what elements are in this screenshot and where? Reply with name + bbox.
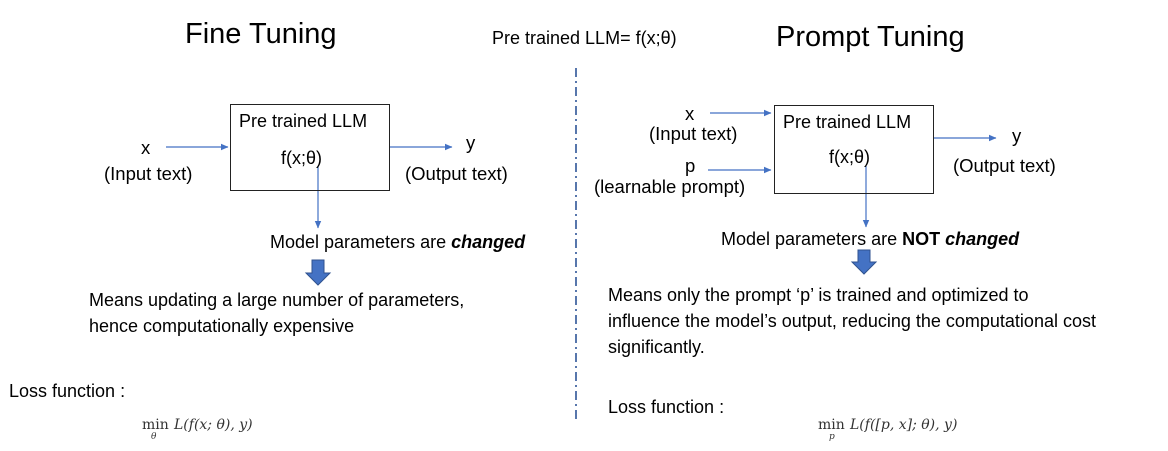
pt-params-not: NOT: [902, 229, 941, 249]
pt-loss-formula: min p L(f([p, x]; θ), y): [818, 417, 988, 447]
ft-loss-expr: L(f(x; θ), y): [174, 417, 253, 433]
pt-box-label: Pre trained LLM: [783, 112, 912, 132]
pt-prompt-symbol: p: [685, 155, 696, 176]
ft-input-label: (Input text): [104, 163, 193, 184]
ft-params-emphasis: changed: [451, 232, 526, 252]
ft-loss-min: min: [142, 417, 169, 433]
pt-input-label: (Input text): [649, 123, 738, 144]
pt-loss-sub: p: [829, 432, 835, 442]
pt-params-text: Model parameters are NOT changed: [721, 229, 1019, 250]
ft-means-line2: hence computationally expensive: [89, 316, 355, 336]
ft-box-label: Pre trained LLM: [239, 111, 368, 131]
pt-prompt-label: (learnable prompt): [594, 176, 746, 197]
ft-output-symbol: y: [466, 132, 476, 153]
pt-params-prefix: Model parameters are: [721, 229, 903, 249]
pt-params-emphasis: changed: [945, 229, 1020, 249]
pt-llm-box: Pre trained LLM f(x;θ): [774, 105, 934, 194]
ft-block-down-arrow: [304, 259, 332, 286]
ft-output-label: (Output text): [405, 163, 508, 184]
pt-means-line2: influence the model’s output, reducing t…: [608, 311, 1096, 331]
pt-input-symbol: x: [685, 103, 695, 124]
ft-loss-label: Loss function :: [9, 381, 126, 401]
pt-block-down-arrow: [850, 249, 878, 275]
pt-title: Prompt Tuning: [776, 21, 965, 53]
ft-params-prefix: Model parameters are: [270, 232, 452, 252]
ft-box-function: f(x;θ): [281, 148, 323, 168]
pt-output-symbol: y: [1012, 125, 1022, 146]
pt-output-label: (Output text): [953, 155, 1056, 176]
ft-llm-box: Pre trained LLM f(x;θ): [230, 104, 390, 191]
ft-input-symbol: x: [141, 137, 151, 158]
pt-box-function: f(x;θ): [829, 147, 871, 167]
ft-params-text: Model parameters are changed: [270, 232, 525, 253]
pt-loss-expr: L(f([p, x]; θ), y): [850, 417, 958, 433]
ft-title: Fine Tuning: [185, 18, 337, 50]
ft-loss-formula: min θ L(f(x; θ), y): [142, 417, 282, 447]
pt-means-line1: Means only the prompt ‘p’ is trained and…: [608, 285, 1029, 305]
ft-means-line1: Means updating a large number of paramet…: [89, 290, 465, 310]
center-title: Pre trained LLM= f(x;θ): [492, 28, 677, 48]
pt-loss-min: min: [818, 417, 845, 433]
pt-means-line3: significantly.: [608, 337, 705, 357]
ft-loss-sub: θ: [151, 432, 157, 442]
pt-loss-label: Loss function :: [608, 397, 725, 417]
